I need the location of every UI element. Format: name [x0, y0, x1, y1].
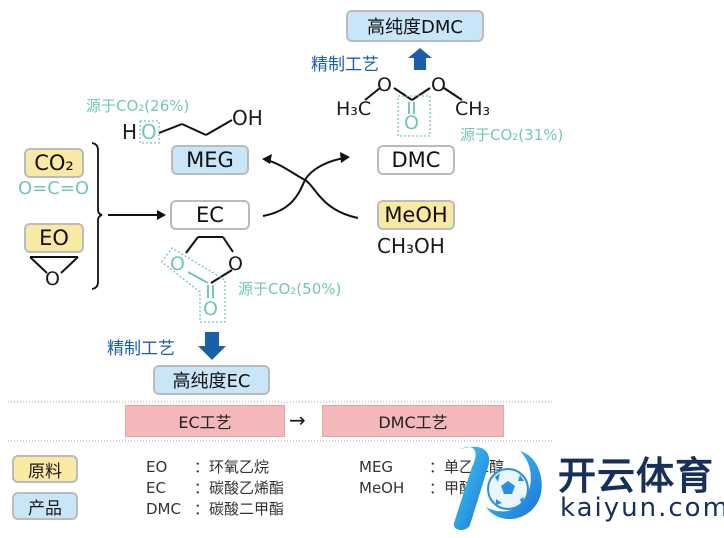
legend-entry: DMC：碳酸二甲酯 — [146, 500, 285, 518]
raw-eo: EO — [24, 223, 84, 253]
dmc-structure-bonds — [364, 87, 463, 101]
legend-product-badge: 产品 — [12, 492, 78, 520]
process-ec: EC工艺 — [125, 405, 285, 437]
co2-formula: O=C=O — [18, 178, 90, 199]
ec-o-bottom: O — [203, 298, 218, 320]
legend-entry: EC：碳酸乙烯酯 — [146, 479, 285, 497]
reaction-arrow-to-meg — [265, 159, 359, 219]
refine-up-arrow — [408, 48, 432, 70]
meg-structure-o: O — [141, 120, 157, 144]
dmc-refine-label: 精制工艺 — [311, 55, 379, 75]
meg-co2-note: 源于CO₂(26%) — [86, 97, 190, 115]
ec-ring-bonds — [185, 236, 234, 284]
eo-ring — [29, 256, 79, 274]
ec-o-left: O — [170, 253, 185, 275]
meg-structure-h: H — [122, 120, 138, 144]
dmc-o-left: O — [377, 74, 392, 96]
dmc-o-carbonyl: O — [404, 112, 419, 134]
dmc-ch3: CH₃ — [455, 98, 491, 120]
brand-name-cn: 开云体育 — [558, 454, 715, 498]
product-high-purity-dmc: 高纯度DMC — [346, 10, 484, 42]
legend-entry: MeOH：甲醇 — [359, 479, 475, 497]
legend-raw-badge: 原料 — [12, 455, 78, 483]
legend-entry: EO：环氧乙烷 — [146, 458, 270, 476]
raw-bracket — [91, 142, 103, 290]
ec-co2-box — [161, 247, 226, 323]
dmc-o-right: O — [431, 74, 446, 96]
meg-structure-bonds — [158, 119, 233, 136]
dmc-co2-box — [397, 95, 431, 137]
dmc-co2-note: 源于CO₂(31%) — [460, 126, 564, 144]
raw-meoh: MeOH — [377, 200, 455, 230]
process-arrow: → — [289, 408, 306, 432]
eo-ring-oxygen: O — [45, 268, 60, 290]
brand-name-en: kaiyun.com — [560, 493, 724, 523]
ec-o-right: O — [228, 253, 243, 275]
process-dmc: DMC工艺 — [322, 405, 504, 437]
arrow-to-ec — [157, 210, 166, 220]
product-dmc: DMC — [377, 145, 455, 175]
intermediate-ec: EC — [170, 200, 250, 230]
dmc-h3c: H₃C — [336, 98, 372, 120]
raw-co2: CO₂ — [24, 148, 84, 178]
product-high-purity-ec: 高纯度EC — [153, 365, 270, 395]
meg-structure-oh: OH — [232, 106, 263, 130]
meoh-formula: CH₃OH — [377, 234, 445, 258]
reaction-arrow-to-dmc — [262, 157, 346, 217]
meg-co2-box — [139, 120, 160, 144]
refine-down-arrow — [198, 332, 226, 360]
product-meg: MEG — [171, 145, 249, 175]
kaiyun-logo-icon — [453, 446, 542, 531]
watermark: 开云体育 kaiyun.com — [440, 437, 724, 537]
ec-refine-label: 精制工艺 — [107, 339, 175, 359]
ec-co2-note: 源于CO₂(50%) — [238, 280, 342, 298]
